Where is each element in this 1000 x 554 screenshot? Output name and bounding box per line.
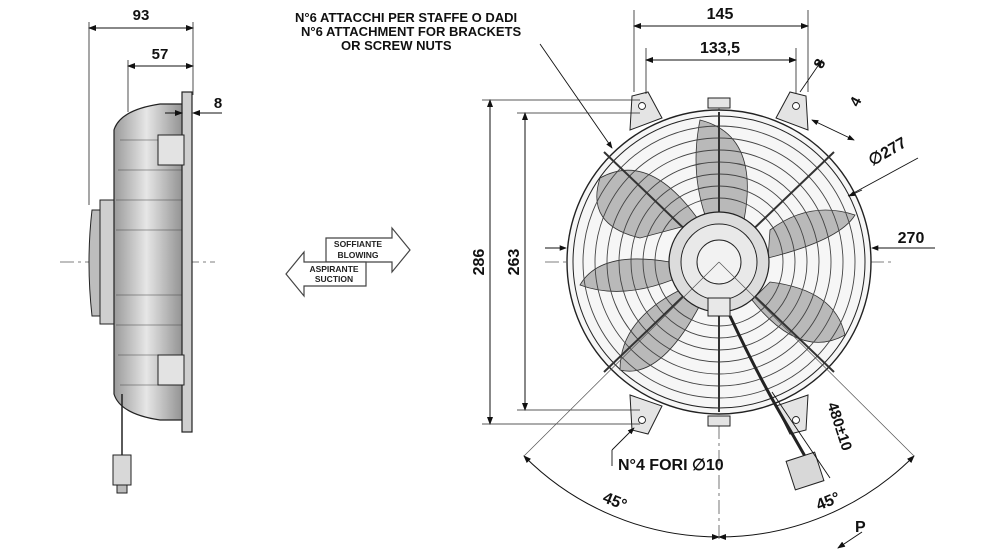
dim-side-flange: 8 [214,95,222,112]
angle-right: 45° [814,489,843,514]
side-view: 93 57 8 [60,7,222,494]
airflow-arrows: SOFFIANTE BLOWING ASPIRANTE SUCTION [285,226,411,298]
dim-side-total: 93 [133,7,150,24]
suction-label-en: SUCTION [315,274,353,284]
angle-left: 45° [600,489,629,514]
dim-slot: 8 [811,56,830,71]
dim-slot-depth: 4 [847,94,866,110]
dim-diameter: ∅277 [866,135,910,170]
dim-height-inner: 263 [506,249,523,276]
note-line-1: N°6 ATTACCHI PER STAFFE O DADI [295,10,517,25]
suction-label-it: ASPIRANTE [309,264,358,274]
front-view: 145 133,5 8 4 ∅277 270 286 263 N°4 FORI … [471,6,935,549]
blowing-label-en: BLOWING [337,250,378,260]
dim-side-body: 57 [152,46,169,63]
dim-inner-width: 133,5 [700,40,740,57]
blowing-label-it: SOFFIANTE [334,239,382,249]
attachment-note: N°6 ATTACCHI PER STAFFE O DADI N°6 ATTAC… [295,10,613,149]
holes-note: N°4 FORI ∅10 [618,457,724,474]
note-line-3: OR SCREW NUTS [341,38,452,53]
dim-cable-length: 480±10 [823,400,855,453]
dim-shroud: 270 [898,230,925,247]
marker-p: P [855,519,866,536]
dim-height-outer: 286 [471,249,488,276]
suction-arrow-icon [285,250,367,298]
note-line-2: N°6 ATTACHMENT FOR BRACKETS [301,24,521,39]
dim-outer-width: 145 [707,6,734,23]
